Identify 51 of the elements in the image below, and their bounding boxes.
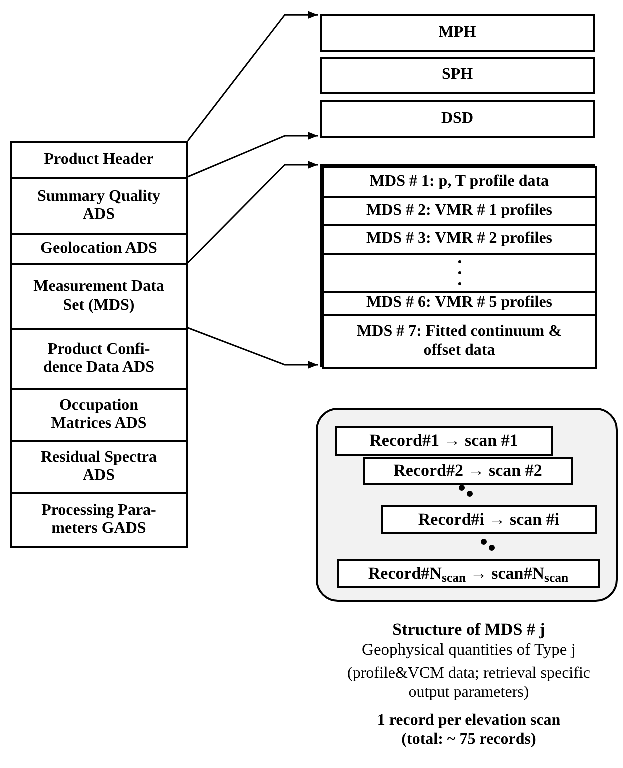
box-label: Residual Spectra ADS [40, 448, 158, 486]
ellipsis-row [322, 253, 597, 293]
data-box [322, 196, 597, 226]
mds-list-box [320, 164, 595, 367]
box-label: Processing Para-meters GADS [40, 502, 158, 538]
box-label: Measurement Data Set (MDS) [32, 278, 166, 315]
box-label: Occupation Matrices ADS [50, 396, 148, 434]
box-label: SPH [442, 66, 474, 85]
caption-text: 1 record per elevation scan (total: ~ 75 records) [376, 710, 562, 749]
arrow [188, 327, 318, 369]
record-panel [316, 408, 618, 602]
arrow [188, 132, 318, 178]
box-label: Record#1 → scan #1 [370, 431, 518, 451]
box-label: DSD [441, 110, 474, 128]
box-label: Record#2 → scan #2 [394, 461, 542, 481]
box-label: Product Header [44, 150, 154, 170]
box-label: MDS # 2: VMR # 1 profiles [366, 202, 553, 220]
box-label: Summary Quality ADS [36, 188, 162, 224]
record-box [337, 559, 600, 588]
data-box [322, 314, 597, 369]
box-label: MDS # 3: VMR # 2 profiles [366, 230, 553, 249]
data-box [10, 141, 188, 179]
data-box [10, 440, 188, 494]
data-box [320, 14, 595, 52]
data-box [320, 57, 595, 94]
box-label: Record#i → scan #i [418, 510, 560, 530]
box-label: MDS # 6: VMR # 5 profiles [366, 294, 553, 313]
box-label: MDS # 1: p, T profile data [370, 172, 550, 192]
arrow [187, 11, 318, 142]
caption-text: Structure of MDS # j [392, 620, 546, 640]
record-box [335, 426, 553, 456]
data-box [10, 233, 188, 265]
data-box [10, 328, 188, 390]
record-box [381, 505, 597, 534]
box-label: Record#N$_{scan}$ → scan#N$_{scan}$ [368, 564, 569, 584]
data-box [322, 166, 597, 198]
data-box [10, 388, 188, 442]
data-box [10, 177, 188, 235]
caption-text: Geophysical quantities of Type j [362, 640, 576, 660]
box-label: MPH [438, 24, 476, 42]
box-label: MDS # 7: Fitted continuum & offset data [356, 323, 563, 360]
data-box [10, 492, 188, 548]
caption-text: (profile&VCM data; retrieval specific output parameters) [346, 664, 592, 703]
data-box [320, 100, 595, 138]
box-label: Product Confi-dence Data ADS [42, 340, 156, 378]
box-label: Geolocation ADS [40, 240, 158, 258]
data-box [322, 224, 597, 255]
arrow [187, 161, 318, 264]
data-box [10, 263, 188, 330]
record-box [363, 457, 573, 485]
data-box [322, 291, 597, 316]
